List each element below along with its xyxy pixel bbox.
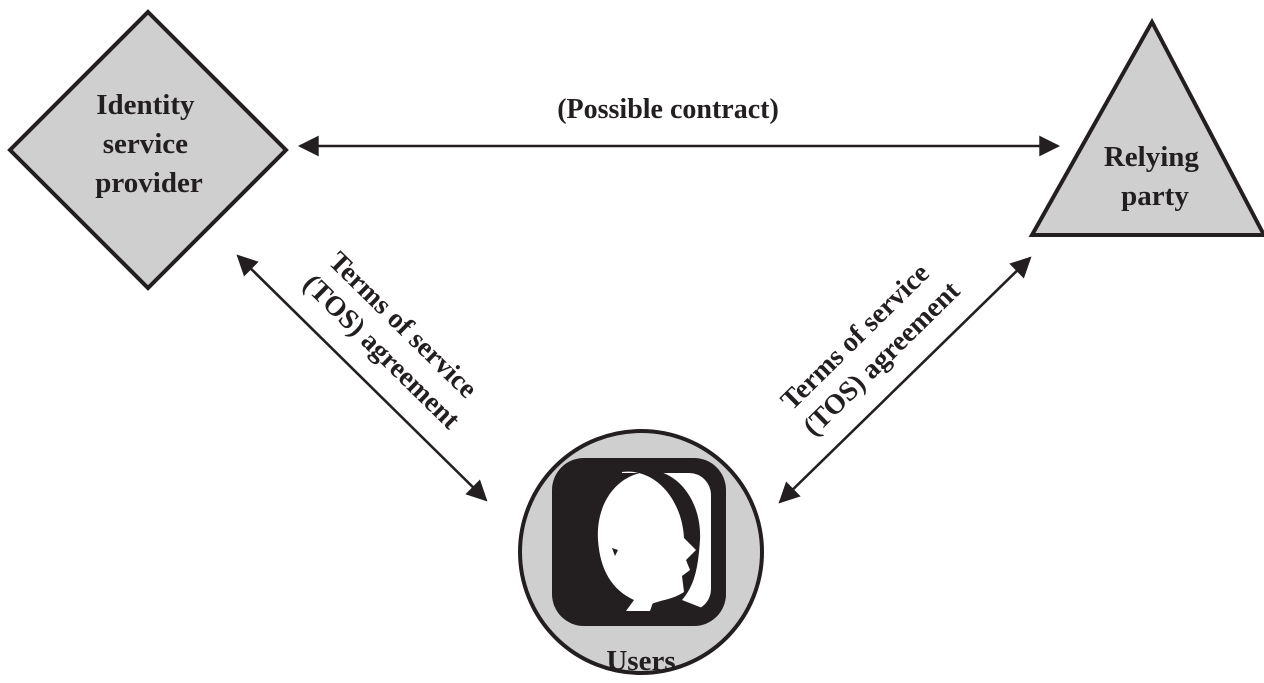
users-label: Users — [606, 645, 675, 677]
identity-provider-diamond — [7, 9, 289, 291]
relying-party-label-line1: Relying — [1104, 141, 1200, 173]
user-faces-icon — [552, 458, 726, 626]
tos-left-label: Terms of service (TOS) agreement — [297, 244, 490, 436]
contract-edge: (Possible contract) — [297, 94, 1061, 157]
relying-party-label-line2: party — [1121, 180, 1189, 212]
contract-label: (Possible contract) — [557, 94, 779, 125]
identity-provider-label-line2: service — [103, 128, 188, 160]
users-node: Users — [518, 429, 764, 677]
identity-provider-node: Identity service provider — [7, 9, 289, 291]
tos-left-arrow — [236, 254, 488, 502]
identity-provider-label-line1: Identity — [96, 89, 195, 121]
identity-provider-label: Identity service provider — [95, 89, 203, 199]
relying-party-label: Relying party — [1104, 141, 1206, 212]
tos-left-edge: Terms of service (TOS) agreement — [236, 244, 490, 502]
relying-party-node: Relying party — [1028, 17, 1264, 237]
tos-right-arrow — [778, 256, 1032, 504]
relying-party-triangle — [1028, 17, 1264, 237]
tos-right-edge: Terms of service (TOS) agreement — [775, 256, 1032, 504]
identity-provider-label-line3: provider — [95, 167, 203, 199]
